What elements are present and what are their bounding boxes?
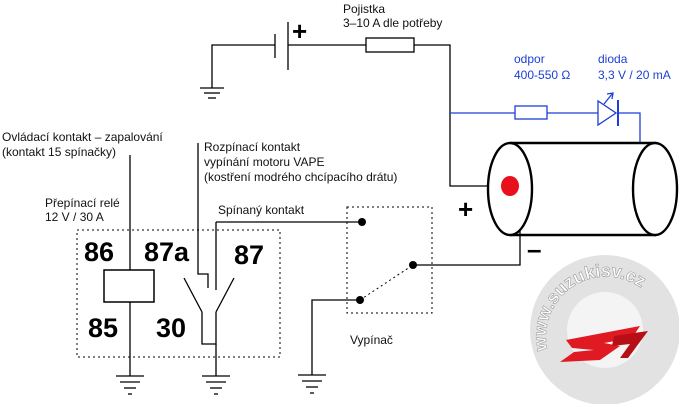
switch-lever xyxy=(359,264,414,301)
battery-fuse-circuit: + Pojistka 3–10 A dle potřeby xyxy=(200,2,492,187)
relay-pin-30: 30 xyxy=(156,313,186,343)
wire-fuse-to-housing xyxy=(414,44,492,187)
relay-contact-arm-right xyxy=(215,277,235,313)
housing-plus-sign: + xyxy=(458,194,473,224)
diode-value: 3,3 V / 20 mA xyxy=(598,68,671,82)
ground-symbol-switch xyxy=(298,374,326,394)
switch-label: Vypínač xyxy=(350,333,393,347)
relay-pin-86: 86 xyxy=(84,237,114,267)
relay-coil xyxy=(103,269,155,303)
wire-87a-to-breaker xyxy=(197,143,209,288)
breaker-contact-line2: vypínání motoru VAPE xyxy=(204,155,325,169)
control-contact-line1: Ovládací kontakt – zapalování xyxy=(2,130,163,144)
relay-pin-87a: 87a xyxy=(144,237,190,267)
relay: 86 87a 87 85 30 Přepínací relé 12 V / 30… xyxy=(45,143,362,395)
battery-plus-sign: + xyxy=(292,16,307,46)
watermark-logo: www.suzukisv.cz xyxy=(529,255,679,404)
breaker-contact-line3: (kostření modrého chcípacího drátu) xyxy=(204,170,397,184)
suzuki-sv-logo-icon xyxy=(560,326,640,362)
diode-arrow xyxy=(603,92,614,105)
wire-ground-to-battery xyxy=(211,44,275,88)
relay-rating: 12 V / 30 A xyxy=(45,210,104,224)
housing-minus-sign: – xyxy=(527,234,541,264)
relay-contact-arm-left xyxy=(183,277,203,313)
breaker-contact-line1: Rozpínací kontakt xyxy=(204,140,301,154)
relay-dotted-box xyxy=(76,229,281,358)
ground-symbol-30 xyxy=(202,375,230,395)
wire-switch-bottom-to-ground xyxy=(311,299,360,375)
diode-title: dioda xyxy=(598,52,628,66)
resistor-title: odpor xyxy=(514,52,545,66)
relay-pin-85: 85 xyxy=(88,313,118,343)
fuse-rating: 3–10 A dle potřeby xyxy=(343,16,442,30)
fuse-title: Pojistka xyxy=(343,2,385,16)
wire-30-common xyxy=(201,312,217,345)
led-indicator-circuit: odpor 400-550 Ω dioda 3,3 V / 20 mA xyxy=(450,52,671,158)
switch-common-contact xyxy=(409,261,417,269)
fuse-symbol xyxy=(365,37,415,53)
housing-back-face xyxy=(631,141,679,237)
switched-contact-label: Spínaný kontakt xyxy=(218,203,305,217)
cylinder-housing: + – xyxy=(416,141,679,266)
led-red-dot xyxy=(501,176,519,196)
relay-title: Přepínací relé xyxy=(45,196,120,210)
wire-housing-negative xyxy=(416,229,521,266)
relay-pin-87: 87 xyxy=(234,240,264,270)
switch-assembly: Vypínač xyxy=(298,206,433,394)
suzuki-sv-logo-accent xyxy=(612,331,648,358)
resistor-value: 400-550 Ω xyxy=(514,68,570,82)
control-contact-line2: (kontakt 15 spínačky) xyxy=(2,145,116,159)
ground-symbol-coil xyxy=(116,375,144,395)
resistor-symbol xyxy=(514,105,548,120)
diode-icon xyxy=(597,99,618,127)
ground-symbol-battery xyxy=(200,87,224,99)
